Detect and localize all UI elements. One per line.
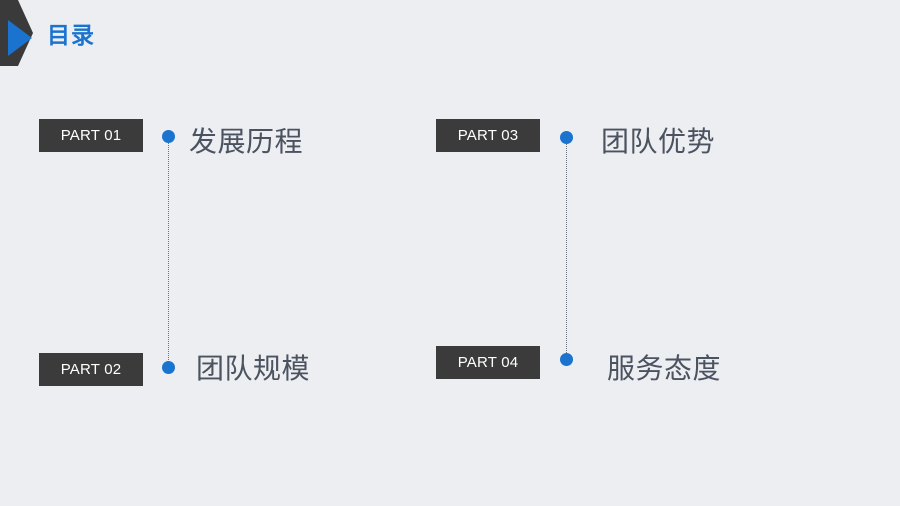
part-label-04: PART 04 [436, 346, 540, 379]
part-label-01: PART 01 [39, 119, 143, 152]
section-title-03[interactable]: 团队优势 [601, 125, 716, 158]
part-label-02: PART 02 [39, 353, 143, 386]
page-title: 目录 [47, 23, 95, 49]
section-title-01[interactable]: 发展历程 [189, 125, 304, 158]
corner-arrow-icon [0, 0, 33, 66]
timeline-dot-02 [162, 361, 175, 374]
timeline-dot-04 [560, 353, 573, 366]
part-label-03: PART 03 [436, 119, 540, 152]
timeline-connector-right [566, 144, 567, 353]
timeline-dot-01 [162, 130, 175, 143]
section-title-04[interactable]: 服务态度 [607, 352, 722, 385]
timeline-dot-03 [560, 131, 573, 144]
section-title-02[interactable]: 团队规模 [196, 352, 311, 385]
timeline-connector-left [168, 143, 169, 362]
